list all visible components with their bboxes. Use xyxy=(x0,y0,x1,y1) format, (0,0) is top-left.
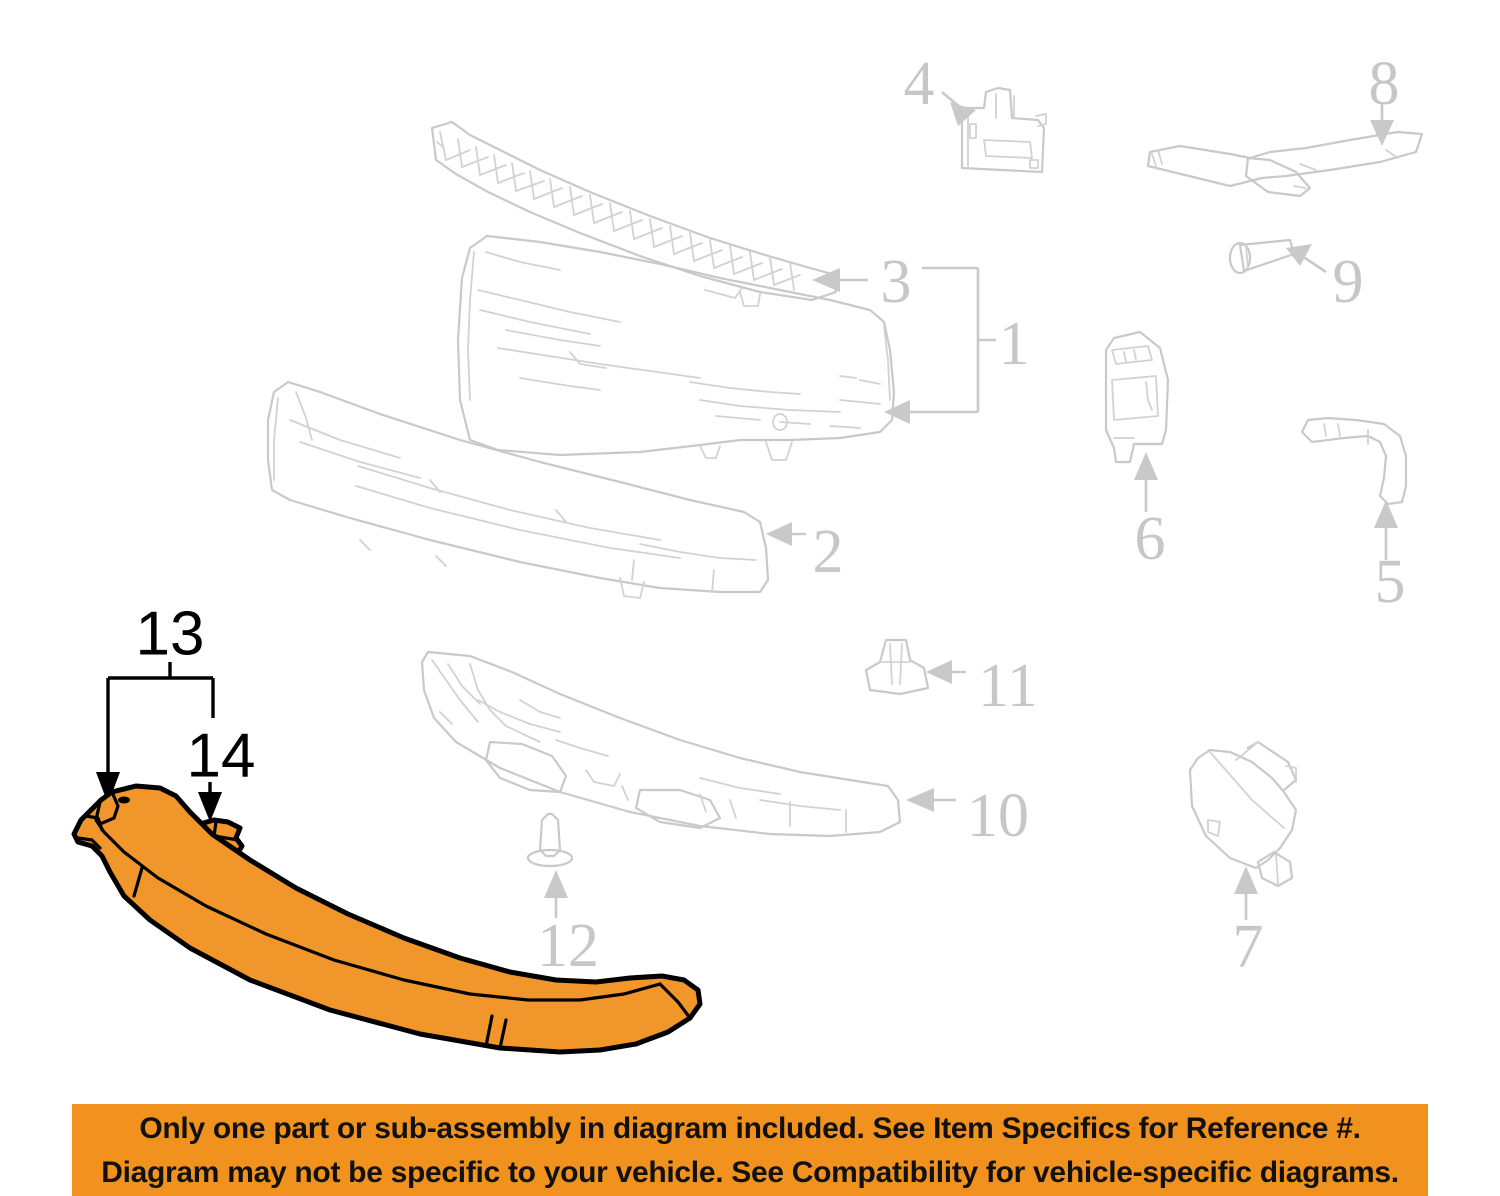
callout-leader-5 xyxy=(1374,500,1398,560)
callout-leader-4 xyxy=(941,91,976,126)
callout-label-13: 13 xyxy=(136,599,205,668)
callout-label-9: 9 xyxy=(1333,248,1364,316)
disclaimer-line-2: Diagram may not be specific to your vehi… xyxy=(101,1156,1399,1189)
part-2-lower-valance xyxy=(266,380,770,599)
callout-label-11: 11 xyxy=(978,652,1038,720)
callout-leader-11 xyxy=(926,660,966,684)
callout-label-4: 4 xyxy=(904,50,935,118)
callout-leader-8 xyxy=(1370,102,1394,146)
callout-leader-9 xyxy=(1286,244,1327,274)
callout-label-3: 3 xyxy=(881,248,912,316)
callout-label-8: 8 xyxy=(1369,50,1400,118)
part-12-push-pin xyxy=(526,812,574,868)
callout-label-14: 14 xyxy=(187,721,256,790)
part-8-reinforcement xyxy=(1146,130,1424,198)
callout-leader-3 xyxy=(812,266,978,292)
callout-leader-12 xyxy=(544,870,568,918)
part-11-retainer xyxy=(864,638,930,696)
part-13-air-dam-highlighted xyxy=(71,783,703,1055)
callout-leader-10 xyxy=(906,788,956,812)
part-4-bracket xyxy=(960,86,1047,174)
callout-label-12: 12 xyxy=(537,912,599,980)
part-5-hook xyxy=(1300,416,1408,506)
disclaimer-banner: Only one part or sub-assembly in diagram… xyxy=(72,1104,1428,1196)
callout-leader-6 xyxy=(1134,452,1158,512)
callout-leader-1 xyxy=(884,268,996,424)
callout-label-5: 5 xyxy=(1375,548,1406,616)
part-7-tow-hook xyxy=(1188,740,1298,888)
part-3-impact-bar xyxy=(430,120,838,307)
callout-leader-14 xyxy=(198,782,222,822)
callout-leader-2 xyxy=(766,522,806,546)
callout-label-2: 2 xyxy=(813,518,844,586)
part-9-bolt xyxy=(1228,238,1296,275)
callout-label-7: 7 xyxy=(1233,913,1264,981)
disclaimer-line-1: Only one part or sub-assembly in diagram… xyxy=(139,1112,1361,1145)
callout-leader-7 xyxy=(1234,866,1258,920)
part-1-bumper-bar xyxy=(456,234,896,461)
callout-leader-13 xyxy=(96,662,215,804)
part-10-air-deflector xyxy=(420,650,902,838)
callout-label-10: 10 xyxy=(967,782,1029,850)
part-6-side-bracket xyxy=(1104,330,1170,464)
callout-label-1: 1 xyxy=(999,310,1030,378)
callout-label-6: 6 xyxy=(1135,505,1166,573)
